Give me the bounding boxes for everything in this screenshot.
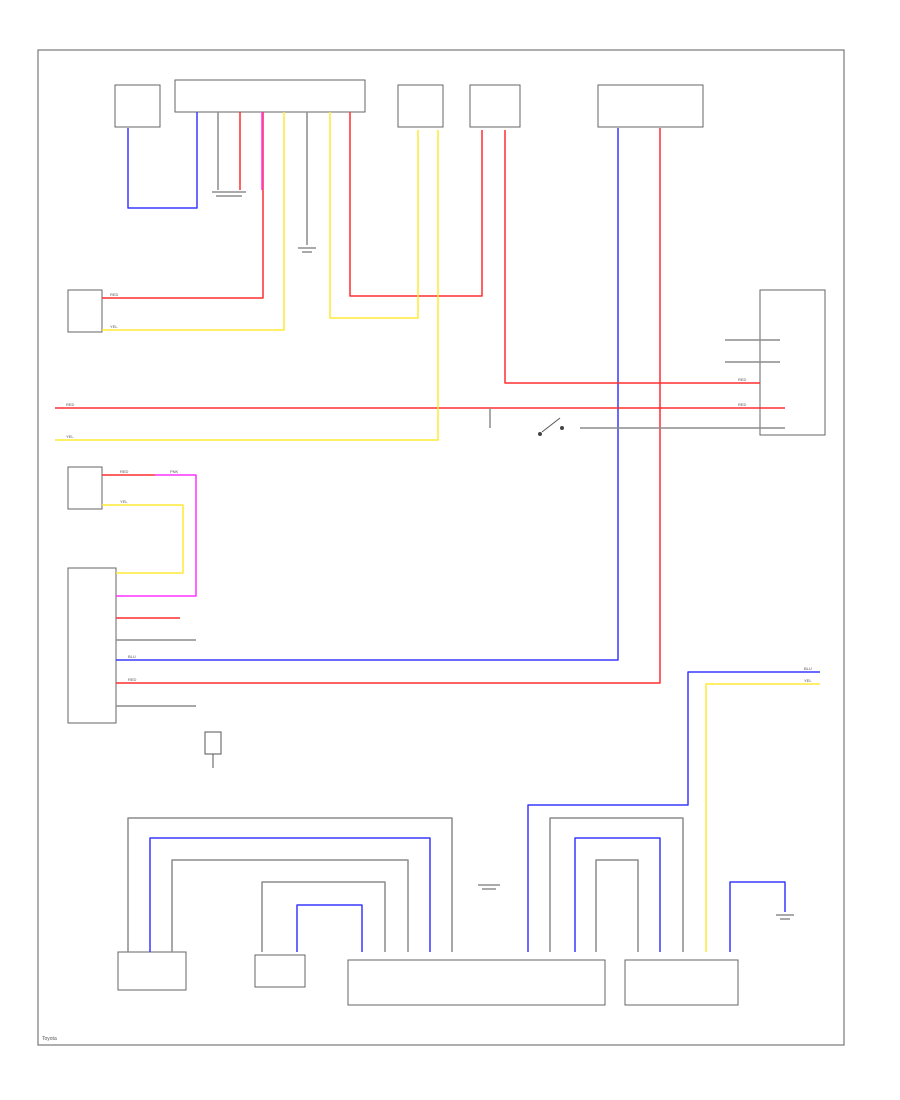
wire-yellow-right: [705, 683, 820, 952]
wire-gray-bottom-1: [127, 817, 453, 952]
wire-pink-left: [116, 474, 197, 597]
wire-yellow-top-center: [329, 112, 419, 319]
wire-gray-bottom-3: [261, 881, 386, 952]
label-wire-red-left-2: RED: [120, 469, 129, 474]
ground-symbol-3: [204, 731, 222, 768]
label-wire-red-bus: RED: [66, 402, 75, 407]
component-top-left: [114, 84, 161, 128]
left-sensor-1: [67, 289, 103, 333]
label-wire-yel-right: YEL: [804, 678, 812, 683]
label-wire-pnk-left-2: PNK: [170, 469, 179, 474]
component-top-right: [597, 84, 704, 128]
ground-symbol-4: [478, 884, 500, 890]
connector-top-center: [174, 79, 366, 113]
component-top-middle: [397, 84, 444, 128]
switch-symbol: [538, 417, 564, 436]
wire-yellow-left-sensor-2: [102, 504, 184, 574]
left-sensor-2: [67, 466, 103, 510]
wire-gray-bottom-4: [549, 817, 684, 952]
label-wire-blu-right: BLU: [804, 666, 812, 671]
wire-blue-bottom-left: [149, 837, 431, 952]
label-wire-yel-left-2: YEL: [120, 499, 128, 504]
wire-gray-bottom-2: [171, 859, 409, 952]
diagram-frame: [37, 49, 845, 1046]
label-wire-red-module: RED: [128, 677, 137, 682]
wire-gray-bottom-5: [595, 859, 639, 952]
wire-red-top-right: [116, 128, 661, 684]
bottom-left-center-sensor: [254, 954, 306, 988]
bottom-center-control-unit: [347, 959, 606, 1006]
label-wire-yel-left-1: YEL: [110, 324, 118, 329]
label-footer-code: Toyota: [42, 1036, 57, 1042]
bottom-right-module: [624, 959, 739, 1006]
ground-symbol-2: [298, 247, 316, 253]
label-wire-red-switch: RED: [738, 377, 747, 382]
bottom-left-sensor: [117, 951, 187, 991]
label-wire-red-switch-2: RED: [738, 402, 747, 407]
component-top-middle-right: [469, 84, 521, 128]
wire-blue-right-vertical: [116, 128, 619, 661]
label-wire-blu-module: BLU: [128, 654, 136, 659]
wire-blue-bottom-center: [527, 671, 820, 952]
wire-blue-bottom-right: [574, 837, 661, 952]
wire-blue-top-left: [127, 112, 198, 209]
wire-blue-bottom-small: [296, 904, 363, 952]
wire-yellow-to-left-sensor-1: [102, 112, 285, 331]
ground-symbol-5: [776, 914, 794, 920]
wire-yellow-horizontal: [55, 130, 439, 441]
wire-red-to-switch: [504, 130, 760, 384]
label-wire-yel-bus: YEL: [66, 434, 74, 439]
left-control-module: [67, 567, 117, 724]
wire-red-to-left-sensor-1: [102, 112, 264, 299]
wire-blue-bottom-far-right: [729, 881, 786, 952]
ground-symbol-1: [212, 191, 246, 197]
wire-red-top-center: [349, 112, 483, 297]
label-wire-red-left-1: RED: [110, 292, 119, 297]
